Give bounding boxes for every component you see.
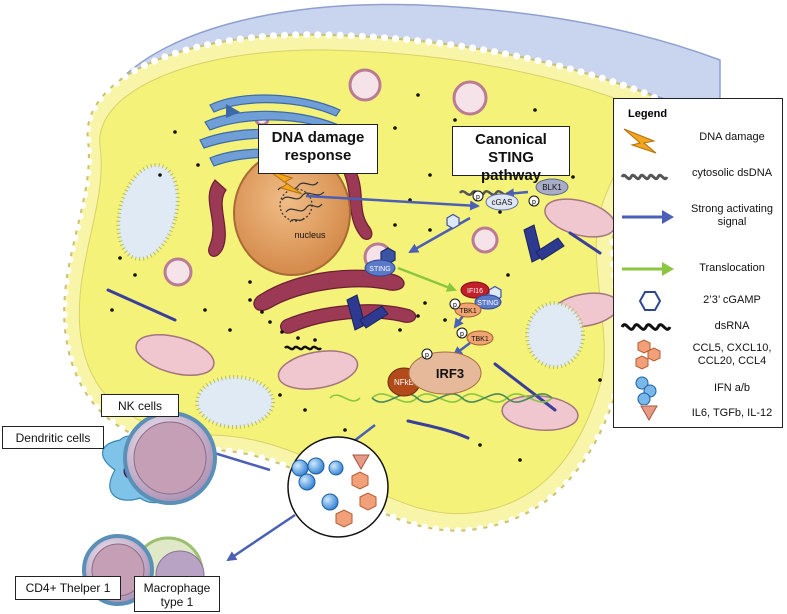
dendritic-cells-label: Dendritic cells	[15, 431, 91, 445]
legend-label: dsRNA	[714, 320, 750, 332]
dna-damage-response-title: DNA damage response	[271, 129, 365, 164]
mitochondria	[135, 198, 620, 432]
nk-cells-label: NK cells	[117, 399, 162, 413]
cd4-thelper-label: CD4+ Thelper 1	[25, 581, 111, 595]
blue-arrow-icon	[622, 210, 674, 224]
macrophage-label-box: Macrophage type 1	[134, 576, 220, 612]
cgas-node	[485, 193, 519, 211]
sting-label: STING	[369, 266, 390, 273]
legend-label: Translocation	[699, 262, 765, 274]
phospho-badge	[449, 298, 461, 310]
blk1-label: BLK1	[542, 183, 562, 192]
lysosomes	[116, 163, 585, 429]
canonical-sting-title: Canonical STING pathway	[475, 131, 547, 184]
triangle-icon	[640, 405, 658, 422]
phospho-badge	[528, 195, 540, 207]
chemokine-cubes	[335, 471, 377, 528]
wave-icon	[620, 323, 672, 331]
dsrna-wave	[284, 345, 322, 351]
sting-node	[364, 259, 396, 277]
phospho-label: p	[532, 199, 536, 206]
sphere-icon	[635, 376, 657, 405]
cgas-label: cGAS	[492, 198, 513, 207]
irf3-label: IRF3	[436, 366, 464, 381]
phospho-label: p	[460, 331, 464, 338]
nk-cell	[123, 411, 217, 505]
phospho-badge	[472, 190, 484, 202]
ifi16-label: IFI16	[467, 288, 483, 295]
dna-damage-response-callout: DNA damage response	[258, 124, 378, 174]
dendritic-cells-label-box: Dendritic cells	[2, 426, 104, 449]
canonical-sting-callout: Canonical STING pathway	[452, 126, 570, 184]
blk1-node	[535, 178, 569, 196]
tbk1-label-2: TBK1	[471, 336, 489, 343]
phospho-label: p	[453, 302, 457, 309]
cd4-thelper-label-box: CD4+ Thelper 1	[15, 576, 121, 600]
chromatin	[277, 181, 325, 223]
legend-label: cytosolic dsDNA	[691, 167, 773, 179]
dsdna-coil	[458, 190, 510, 196]
legend-label: CCL5, CXCL10, CCL20, CCL4	[692, 342, 772, 367]
cytokine-triangle	[352, 454, 370, 471]
phospho-badge	[421, 348, 433, 360]
ifn-spheres	[291, 457, 344, 511]
legend-label: 2’3’ cGAMP	[703, 294, 761, 306]
golgi-arrowhead	[226, 104, 240, 118]
sting-node-2	[474, 294, 502, 310]
er-ribosome-dots	[248, 298, 427, 342]
ifi16-node	[460, 281, 490, 299]
legend-label: Strong activating signal	[691, 203, 773, 228]
sting-label-2: STING	[477, 300, 498, 307]
phospho-badge	[456, 327, 468, 339]
cgamp-hexagon-icon	[446, 213, 460, 230]
dsdna-coil-icon	[620, 173, 669, 181]
irf3-node	[408, 351, 482, 395]
tbk1-node-2	[466, 330, 494, 346]
legend-label: DNA damage	[699, 131, 765, 143]
nk-cells-label-box: NK cells	[101, 394, 179, 417]
green-arrow-icon	[622, 262, 674, 276]
nucleus-label: nucleus	[294, 230, 326, 240]
macrophage-label: Macrophage type 1	[143, 581, 211, 609]
lightning-icon	[623, 128, 657, 154]
legend-panel: Legend DNA damage cytosolic dsDNA Strong…	[613, 98, 783, 428]
translocation-arrow	[397, 266, 457, 292]
nfkb-label: NFkB	[394, 378, 414, 387]
tbk1-label: TBK1	[459, 308, 477, 315]
cube-icon	[635, 339, 661, 370]
phospho-label: p	[476, 194, 480, 201]
legend-label: IFN a/b	[713, 382, 751, 394]
tbk1-node	[454, 302, 482, 318]
legend-label: IL6, TGFb, IL-12	[691, 407, 773, 419]
centrioles	[346, 224, 565, 331]
dna-damage-lightning-icon	[267, 169, 303, 195]
hexagon-icon	[638, 291, 662, 311]
legend-title: Legend	[628, 108, 668, 120]
phospho-label: p	[425, 352, 429, 359]
